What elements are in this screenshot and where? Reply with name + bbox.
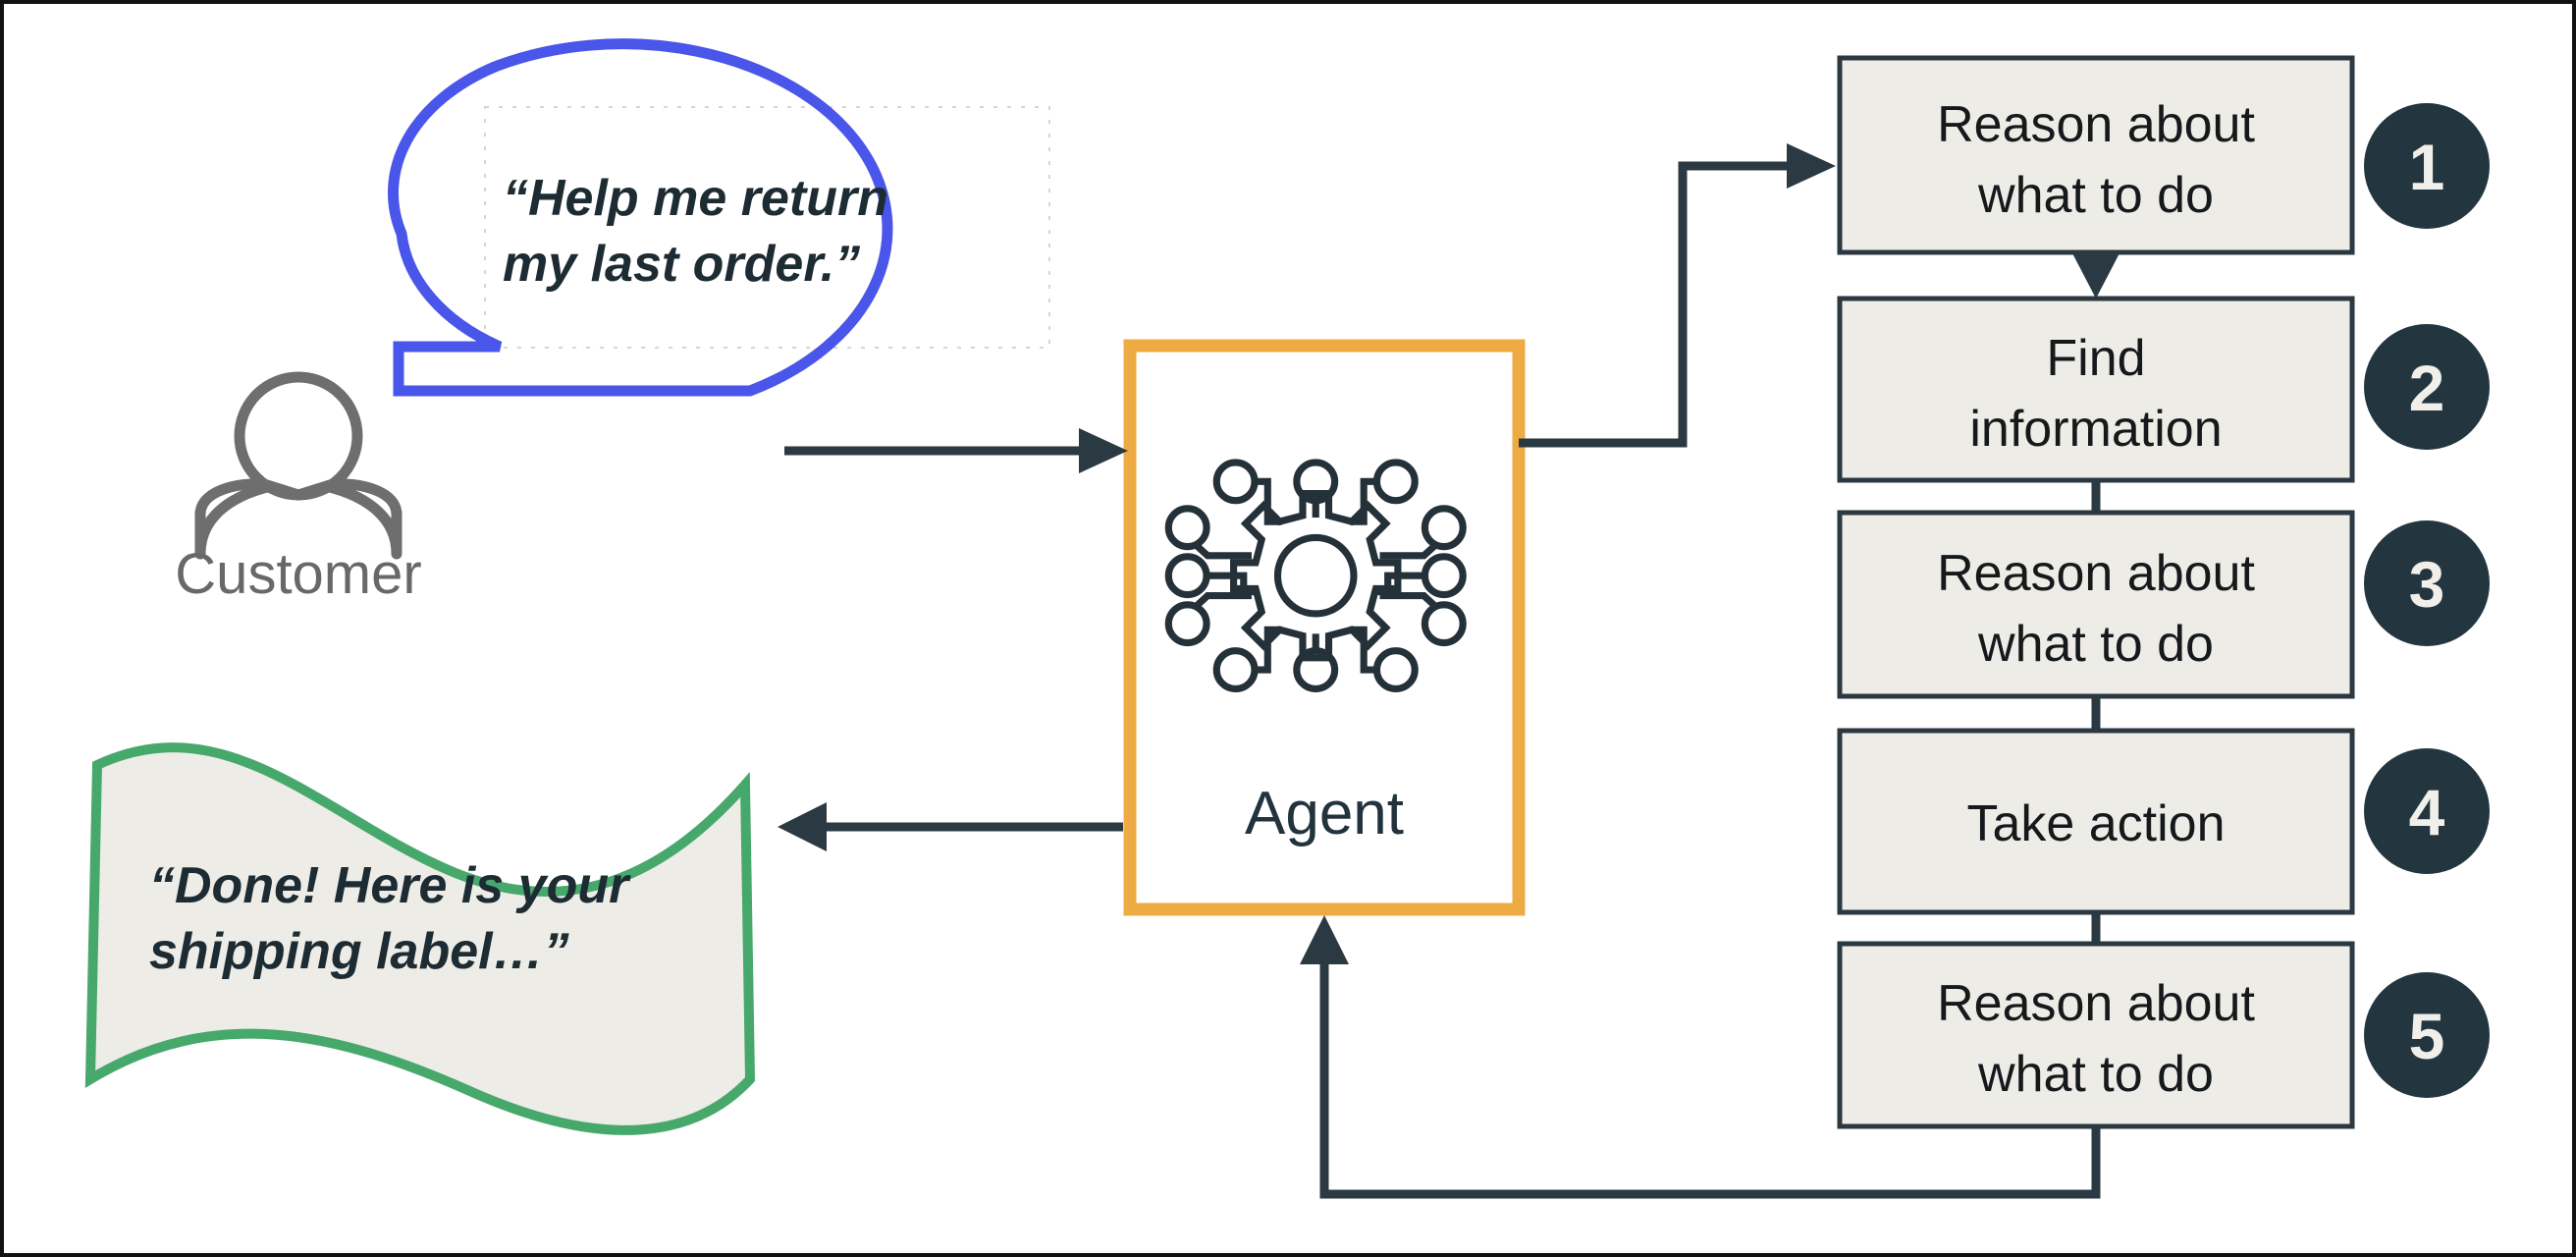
- step-box-5[interactable]: [1837, 941, 2355, 1129]
- connector-step1-to-step2: [2071, 251, 2120, 299]
- customer-quote-line2: my last order.”: [503, 236, 860, 293]
- person-icon: [194, 371, 402, 560]
- step-badge-2-number: 2: [2409, 352, 2445, 424]
- ai-network-gear-icon: [1164, 459, 1467, 693]
- step-list: Reason about what to do 1 Find informati…: [1837, 55, 2490, 1129]
- step-1-line2: what to do: [1977, 167, 2214, 224]
- step-box-2[interactable]: [1837, 296, 2355, 483]
- step-box-1[interactable]: [1837, 55, 2355, 255]
- step-badge-1: [2364, 103, 2490, 229]
- step-2-line2: information: [1969, 401, 2222, 458]
- quote-hint-box: [484, 106, 1050, 349]
- customer-request-bubble: “Help me return my last order.”: [388, 38, 1050, 397]
- agent-label: Agent: [1245, 780, 1404, 847]
- step-5-line2: what to do: [1977, 1046, 2214, 1103]
- step-item-2[interactable]: Find information 2: [1837, 296, 2490, 483]
- agent-response-banner: “Done! Here is your shipping label…”: [84, 742, 756, 1135]
- step-badge-5: [2364, 972, 2490, 1098]
- step-1-line1: Reason about: [1937, 96, 2255, 153]
- response-line1: “Done! Here is your: [149, 857, 631, 914]
- arrowhead-icon: [1787, 143, 1836, 189]
- customer-node: Customer: [175, 371, 422, 606]
- agent-node[interactable]: Agent: [1123, 339, 1526, 916]
- step-item-5[interactable]: Reason about what to do 5: [1837, 941, 2490, 1129]
- connector-agent-to-step1: [1519, 143, 1836, 448]
- speech-bubble-outline: [388, 38, 893, 397]
- arrowhead-icon: [1300, 915, 1349, 964]
- step-badge-5-number: 5: [2409, 1000, 2445, 1072]
- customer-label: Customer: [175, 542, 421, 606]
- step-box-4[interactable]: [1837, 728, 2355, 915]
- step-badge-1-number: 1: [2409, 131, 2445, 203]
- step-box-3[interactable]: [1837, 510, 2355, 699]
- step-item-4[interactable]: Take action 4: [1837, 728, 2490, 915]
- step-badge-4-number: 4: [2409, 776, 2445, 848]
- arrowhead-icon: [2071, 251, 2120, 299]
- step-badge-3: [2364, 520, 2490, 646]
- step-badge-4: [2364, 748, 2490, 874]
- step-badge-2: [2364, 324, 2490, 450]
- step-3-line1: Reason about: [1937, 545, 2255, 602]
- step-item-3[interactable]: Reason about what to do 3: [1837, 510, 2490, 699]
- step-2-line1: Find: [2046, 330, 2145, 387]
- agent-box[interactable]: [1123, 339, 1526, 916]
- step-4-line1: Take action: [1966, 795, 2225, 852]
- response-line2: shipping label…”: [149, 923, 569, 980]
- step-3-line2: what to do: [1977, 616, 2214, 673]
- arrowhead-icon: [1079, 428, 1128, 473]
- arrowhead-icon: [778, 802, 827, 851]
- customer-quote-line1: “Help me return: [503, 170, 888, 227]
- connector-step5-to-agent: [1300, 915, 2101, 1199]
- step-5-line1: Reason about: [1937, 975, 2255, 1032]
- step-item-1[interactable]: Reason about what to do 1: [1837, 55, 2490, 255]
- agent-loop-diagram: “Help me return my last order.” Customer…: [84, 38, 2490, 1199]
- connector-agent-to-response: [778, 802, 1123, 851]
- connector-customer-to-agent: [784, 428, 1128, 473]
- wavy-banner-shape: [84, 742, 756, 1135]
- step-badge-3-number: 3: [2409, 548, 2445, 621]
